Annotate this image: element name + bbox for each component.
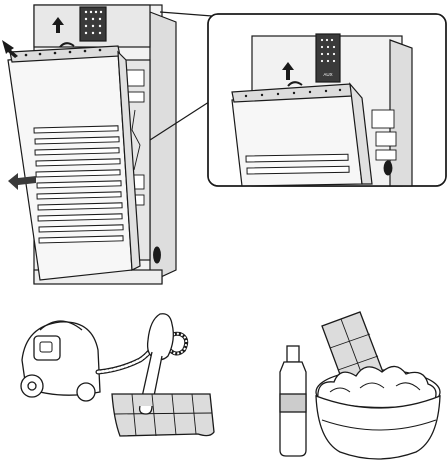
pointer-arrow-icon xyxy=(2,40,18,58)
detergent-bottle xyxy=(280,346,306,456)
bottle-label xyxy=(280,394,306,412)
front-panel xyxy=(8,52,132,280)
unit-side-panel xyxy=(150,12,176,282)
foam-bubbles xyxy=(318,366,436,407)
callout-connector-top xyxy=(160,12,212,16)
vacuum-wheel-back xyxy=(77,383,95,401)
main-unit-illustration xyxy=(2,5,176,284)
washing-illustration xyxy=(280,312,440,459)
filter-sheet-vacuum xyxy=(112,394,214,436)
detail-brand-logo: AUX xyxy=(323,72,332,77)
detail-callout: AUX xyxy=(150,12,446,186)
vacuum-cleaning-illustration xyxy=(21,314,214,436)
